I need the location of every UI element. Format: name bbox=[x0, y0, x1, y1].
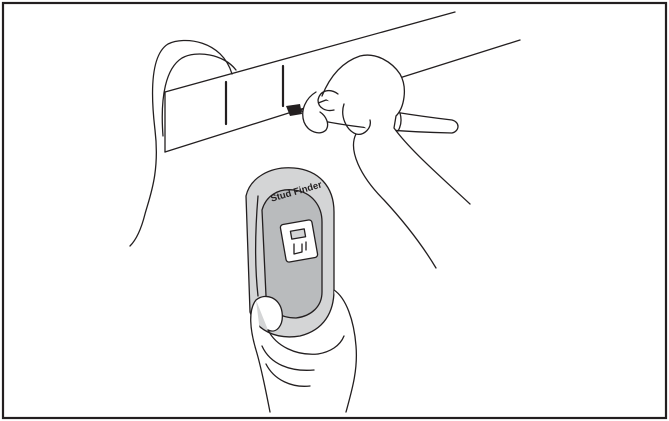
stud-finder-device: Stud Finder bbox=[246, 168, 334, 337]
display-segment bbox=[290, 229, 305, 239]
device-display bbox=[280, 220, 318, 263]
